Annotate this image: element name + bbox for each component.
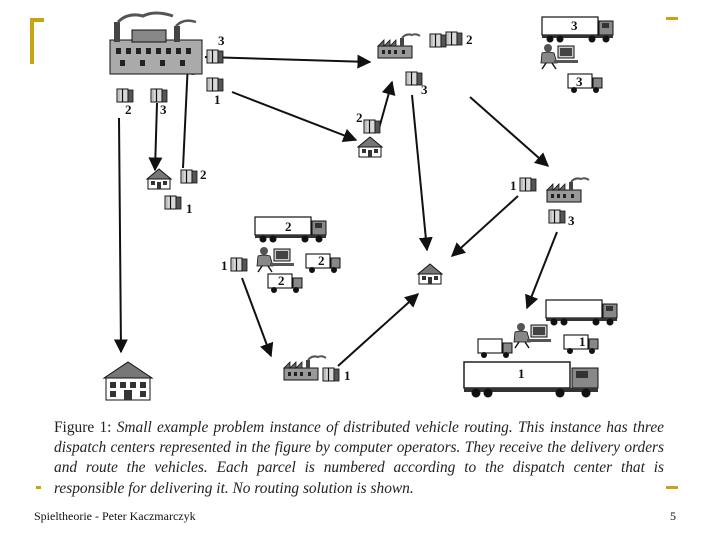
parcel-number: 2 [125,102,132,117]
truck-number: 3 [576,74,583,89]
arrow-factory-parcel-to-big-house [113,117,128,354]
truck-icon [463,361,599,398]
arrow-parcel3-down-to-house [411,94,433,252]
factory-icon [377,33,421,59]
corner-bracket-top-left-vertical [30,18,34,64]
house-icon [357,136,383,158]
arrow-parcel-to-small-house [148,102,163,172]
arrow-small-parcel-to-factory [180,60,195,169]
corner-mark-bottom-left [36,486,41,489]
truck-icon [545,299,618,327]
truck-icon [567,73,603,94]
corner-bracket-top-left-horizontal [30,18,44,22]
page-number: 5 [670,509,676,523]
parcel-icon [150,88,168,103]
parcel-number: 3 [421,82,428,97]
parcel-icon [180,169,198,184]
parcel-icon [164,195,182,210]
parcel-icon [405,71,423,86]
parcel-number: 2 [356,110,363,125]
operator-icon [513,322,552,349]
parcel-number: 1 [221,258,228,273]
arrow-bottom-factory-to-center-house [337,293,420,367]
house-icon [102,361,154,401]
house-icon [146,168,172,190]
route-arrows [113,54,558,367]
factory-icon [546,177,590,203]
operator-icon [256,246,295,273]
caption-label: Figure 1: [54,419,112,436]
arrow-dispatch2-to-bottom-factory [241,277,274,358]
corner-mark-top-right [666,17,678,20]
truck-number: 1 [579,334,586,349]
parcel-icon [322,367,340,382]
parcel-number: 1 [186,201,193,216]
parcel-icon [548,209,566,224]
truck-number: 2 [278,273,285,288]
arrow-factory-to-mid-house [231,91,358,142]
factory-icon [109,11,203,75]
parcel-number: 3 [218,33,225,48]
parcel-number: 3 [160,102,167,117]
house-icon [417,263,443,285]
parcel-icon [206,77,224,92]
arrow-right-factory-to-center-house [450,195,519,257]
truck-number: 2 [318,253,325,268]
truck-icon [267,273,303,294]
factory-icon [283,355,327,381]
corner-mark-bottom-right [666,486,678,489]
truck-number: 1 [518,366,525,381]
parcel-number: 3 [568,213,575,228]
truck-icon [477,338,513,359]
parcel-icon [519,177,537,192]
parcel-icon [206,49,224,64]
parcel-number: 1 [344,368,351,383]
truck-number: 3 [571,18,578,33]
truck-number: 2 [285,219,292,234]
truck-icon [541,16,614,44]
parcel-number: 2 [466,32,473,47]
parcel-icon [230,257,248,272]
operator-icon [540,43,579,70]
parcel-icon [116,88,134,103]
parcel-number: 2 [200,167,207,182]
parcel-icon [445,31,463,46]
arrow-right-parcel-to-bottom-right [525,231,558,310]
footer-author: Spieltheorie - Peter Kaczmarczyk [34,509,196,523]
arrow-factory-to-top-factory [204,54,372,69]
caption-text: Small example problem instance of distri… [54,419,664,497]
arrow-top-right-to-right-factory [469,96,550,167]
figure-caption: Figure 1: Small example problem instance… [54,418,664,499]
parcel-icon [429,33,447,48]
parcel-icon [363,119,381,134]
parcel-number: 1 [510,178,517,193]
parcel-number: 1 [214,92,221,107]
